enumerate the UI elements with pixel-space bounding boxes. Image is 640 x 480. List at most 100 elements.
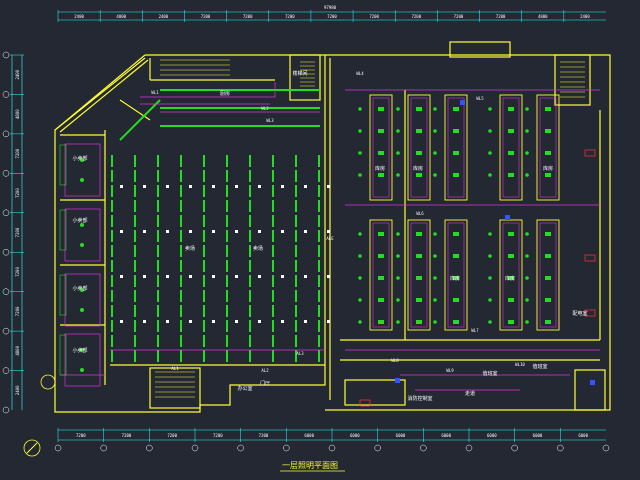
light-fixture-icon — [59, 334, 67, 376]
light-fixture-icon — [508, 232, 514, 236]
column-mark — [143, 320, 146, 323]
room-label: 厨房 — [220, 90, 230, 97]
light-fixture-icon — [433, 320, 437, 324]
light-fixture-icon — [396, 107, 400, 111]
column-mark — [327, 320, 330, 323]
light-fixture-icon — [433, 173, 437, 177]
room-wiring — [502, 222, 520, 328]
light-fixture-icon — [453, 107, 459, 111]
column-mark — [304, 275, 307, 278]
room-wiring — [539, 97, 557, 198]
light-fixture-icon — [433, 254, 437, 258]
grid-bubble — [2, 209, 10, 217]
circuit-label: WL7 — [471, 328, 479, 333]
grid-bubble — [2, 91, 10, 98]
bottom-dimension-label: 6000 — [396, 433, 406, 438]
room-label: 库房 — [505, 275, 515, 282]
light-fixture-icon — [396, 254, 400, 258]
column-mark — [281, 185, 284, 188]
light-fixture-icon — [545, 107, 551, 111]
circuit-label: AL2 — [261, 368, 269, 373]
grid-bubble — [2, 248, 10, 256]
column-mark — [120, 185, 123, 188]
light-fixture-icon — [396, 232, 400, 236]
light-fixture-icon — [378, 107, 384, 111]
light-fixture-icon — [416, 276, 422, 280]
grid-bubble — [2, 288, 10, 295]
left-dimension-label: 7200 — [15, 227, 20, 237]
light-fixture-icon — [433, 151, 437, 155]
room-label: 库房 — [543, 165, 553, 172]
room-wiring — [64, 333, 101, 387]
light-fixture-icon — [378, 276, 384, 280]
column-mark — [143, 275, 146, 278]
left-dimension-label: 7200 — [15, 188, 20, 198]
room-wiring — [447, 97, 465, 198]
column-mark — [212, 185, 215, 188]
light-fixture-icon — [453, 254, 459, 258]
light-fixture-icon — [396, 276, 400, 280]
light-fixture-icon — [433, 107, 437, 111]
column-mark — [304, 320, 307, 323]
light-fixture-icon — [378, 129, 384, 133]
column-mark — [281, 275, 284, 278]
light-fixture-icon — [378, 232, 384, 236]
light-fixture-icon — [416, 298, 422, 302]
sales-hall-light-rows — [111, 89, 330, 362]
circuit-label: WL5 — [476, 96, 484, 101]
light-fixture-icon — [545, 298, 551, 302]
left-dimension-label: 4800 — [15, 109, 20, 119]
light-fixture-icon — [416, 129, 422, 133]
light-fixture-icon — [525, 232, 529, 236]
column-mark — [258, 185, 261, 188]
light-fixture-icon — [80, 178, 84, 182]
column-mark — [120, 230, 123, 233]
room-wiring — [372, 97, 390, 198]
room-outline — [536, 94, 560, 201]
light-fixture-icon — [453, 173, 459, 177]
light-fixture-icon — [525, 129, 529, 133]
light-fixture-icon — [358, 129, 362, 133]
bottom-dimension-label: 7200 — [259, 433, 269, 438]
room-label: 消防控制室 — [407, 395, 432, 402]
light-fixture-icon — [545, 254, 551, 258]
top-dimension-chain — [58, 11, 606, 21]
column-mark — [189, 275, 192, 278]
room-label: 小卖部 — [72, 217, 87, 224]
light-fixture-icon — [358, 151, 362, 155]
top-dimension-label: 7200 — [369, 14, 379, 19]
light-fixture-icon — [358, 298, 362, 302]
room-label: 门厅 — [260, 380, 270, 387]
room-label: 值班室 — [532, 363, 547, 370]
room-wiring — [447, 222, 465, 328]
column-mark — [189, 230, 192, 233]
light-fixture-icon — [396, 151, 400, 155]
grid-bubble — [2, 170, 10, 177]
light-fixture-icon — [545, 129, 551, 133]
grid-bubble — [465, 444, 473, 452]
left-dimension-label: 4800 — [15, 345, 20, 355]
column-mark — [166, 230, 169, 233]
light-fixture-icon — [488, 320, 492, 324]
room-wiring — [64, 208, 101, 262]
light-fixture-icon — [119, 99, 161, 141]
light-fixture-icon — [508, 107, 514, 111]
grid-bubble — [54, 444, 62, 452]
column-mark — [120, 275, 123, 278]
column-mark — [327, 185, 330, 188]
light-fixture-icon — [416, 320, 422, 324]
light-fixture-icon — [453, 298, 459, 302]
grid-bubble — [2, 406, 10, 414]
left-dimension-label: 2400 — [15, 385, 20, 395]
room-label: 库房 — [413, 165, 423, 172]
outlet-icon — [460, 100, 465, 105]
room-label: 办公室 — [237, 385, 252, 392]
column-mark — [258, 275, 261, 278]
column-mark — [235, 320, 238, 323]
room-label: 卖场 — [185, 245, 195, 252]
top-dimension-label: 4800 — [538, 14, 548, 19]
panel-box — [584, 149, 596, 157]
column-mark — [212, 275, 215, 278]
